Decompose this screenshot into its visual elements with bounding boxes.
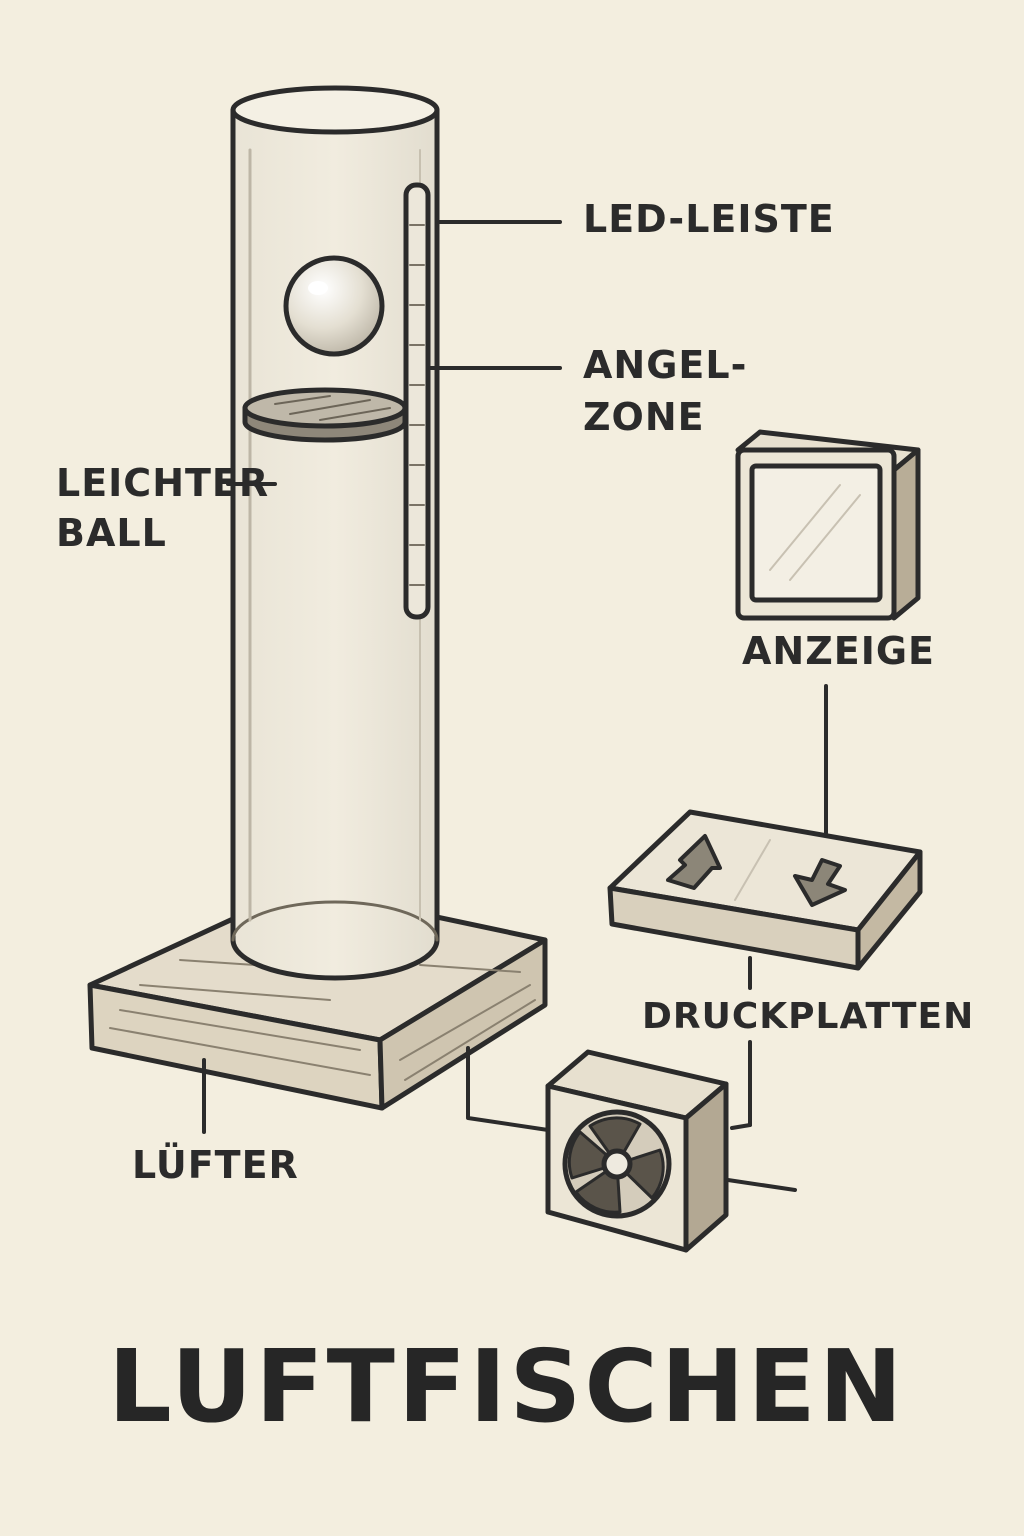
pressure-plates xyxy=(607,809,923,971)
label-luefter: LÜFTER xyxy=(132,1143,299,1187)
fan-box xyxy=(545,1049,729,1253)
label-angel-zone-line2: ZONE xyxy=(583,395,705,439)
label-leichter-ball-line1: LEICHTER xyxy=(56,461,270,505)
light-ball xyxy=(283,255,385,357)
diagram-title: LUFTFISCHEN xyxy=(108,1328,906,1445)
angel-zone-disc xyxy=(242,387,408,443)
clear-tube xyxy=(230,85,440,981)
label-angel-zone-line1: ANGEL- xyxy=(583,343,748,387)
led-strip xyxy=(403,182,431,620)
display-box xyxy=(735,429,921,621)
label-led-leiste: LED-LEISTE xyxy=(583,197,835,241)
label-anzeige: ANZEIGE xyxy=(742,629,936,673)
label-leichter-ball-line2: BALL xyxy=(56,511,167,555)
leader-lines xyxy=(202,220,828,1192)
label-druckplatten: DRUCKPLATTEN xyxy=(642,996,975,1037)
